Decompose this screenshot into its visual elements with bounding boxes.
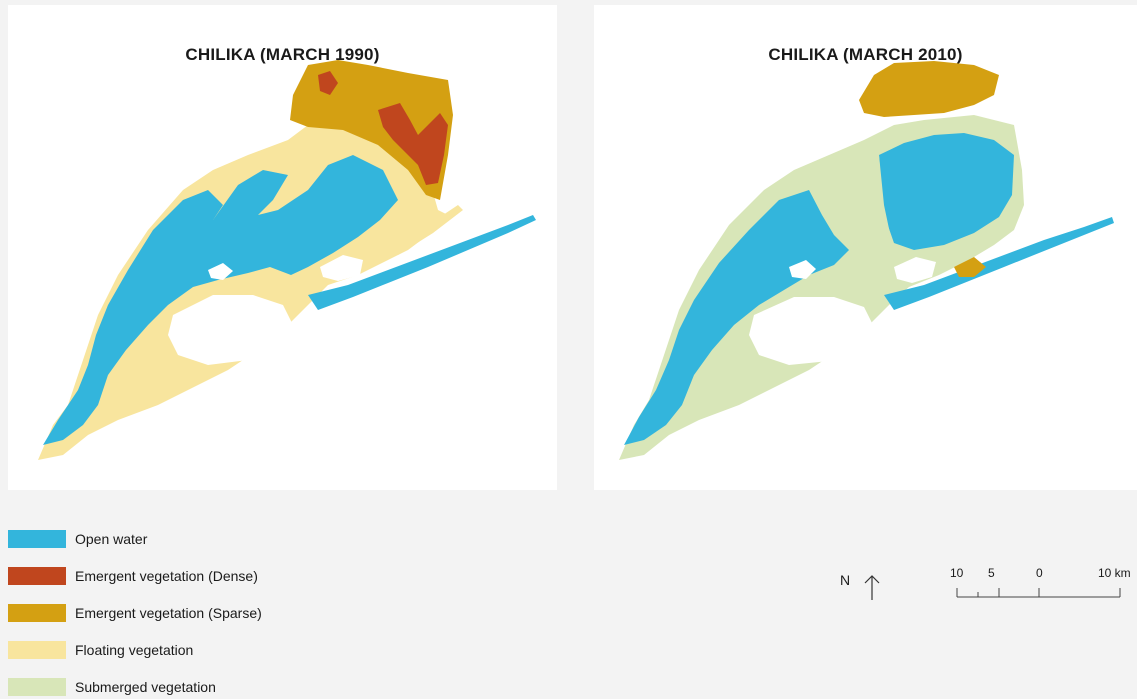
submerged-belt [826,155,892,250]
island [789,260,816,279]
open-water-area [43,155,398,445]
emergent-sparse-area [859,61,999,117]
legend-swatch [8,678,66,696]
island [208,263,233,280]
legend-label: Emergent vegetation (Sparse) [75,605,262,621]
island [168,295,293,365]
legend-swatch [8,641,66,659]
lagoon-map-1990 [38,60,536,460]
legend-swatch [8,604,66,622]
north-label: N [840,572,851,588]
legend-label: Submerged vegetation [75,679,216,695]
open-water-area [624,190,849,445]
map-panel-1990: CHILIKA (MARCH 1990) [8,5,557,490]
island [320,255,363,281]
emergent-sparse-area [290,60,453,200]
map-title-1990: CHILIKA (MARCH 1990) [185,45,380,64]
emergent-dense-patch [318,71,338,95]
island [749,297,874,365]
scale-label: 0 [1036,566,1043,580]
scale-label: 10 km [1098,566,1131,580]
lagoon-map-2010 [619,61,1114,460]
scale-bar: 10 5 0 10 km [940,566,1137,606]
north-arrow-icon [864,575,880,600]
legend-label: Open water [75,531,148,547]
legend-swatch [8,530,66,548]
floating-vegetation-area [38,120,448,460]
scale-ruler [956,588,1121,598]
legend-item-emergent-sparse: Emergent vegetation (Sparse) [8,604,328,622]
legend-item-floating: Floating vegetation [8,641,328,659]
legend-swatch [8,567,66,585]
legend-label: Emergent vegetation (Dense) [75,568,258,584]
map-panel-2010: CHILIKA (MARCH 2010) [594,5,1137,490]
outer-channel [308,215,536,310]
floating-strip [388,205,463,255]
legend-item-submerged: Submerged vegetation [8,678,328,696]
open-water-area [879,133,1014,250]
island [894,257,936,283]
scale-label: 10 [950,566,964,580]
legend-label: Floating vegetation [75,642,194,658]
emergent-dense-area [378,103,448,185]
scale-label: 5 [988,566,995,580]
emergent-sparse-patch [954,257,986,277]
outer-channel [884,217,1114,310]
legend-item-open-water: Open water [8,530,328,548]
legend-item-emergent-dense: Emergent vegetation (Dense) [8,567,328,585]
map-title-2010: CHILIKA (MARCH 2010) [768,45,963,64]
